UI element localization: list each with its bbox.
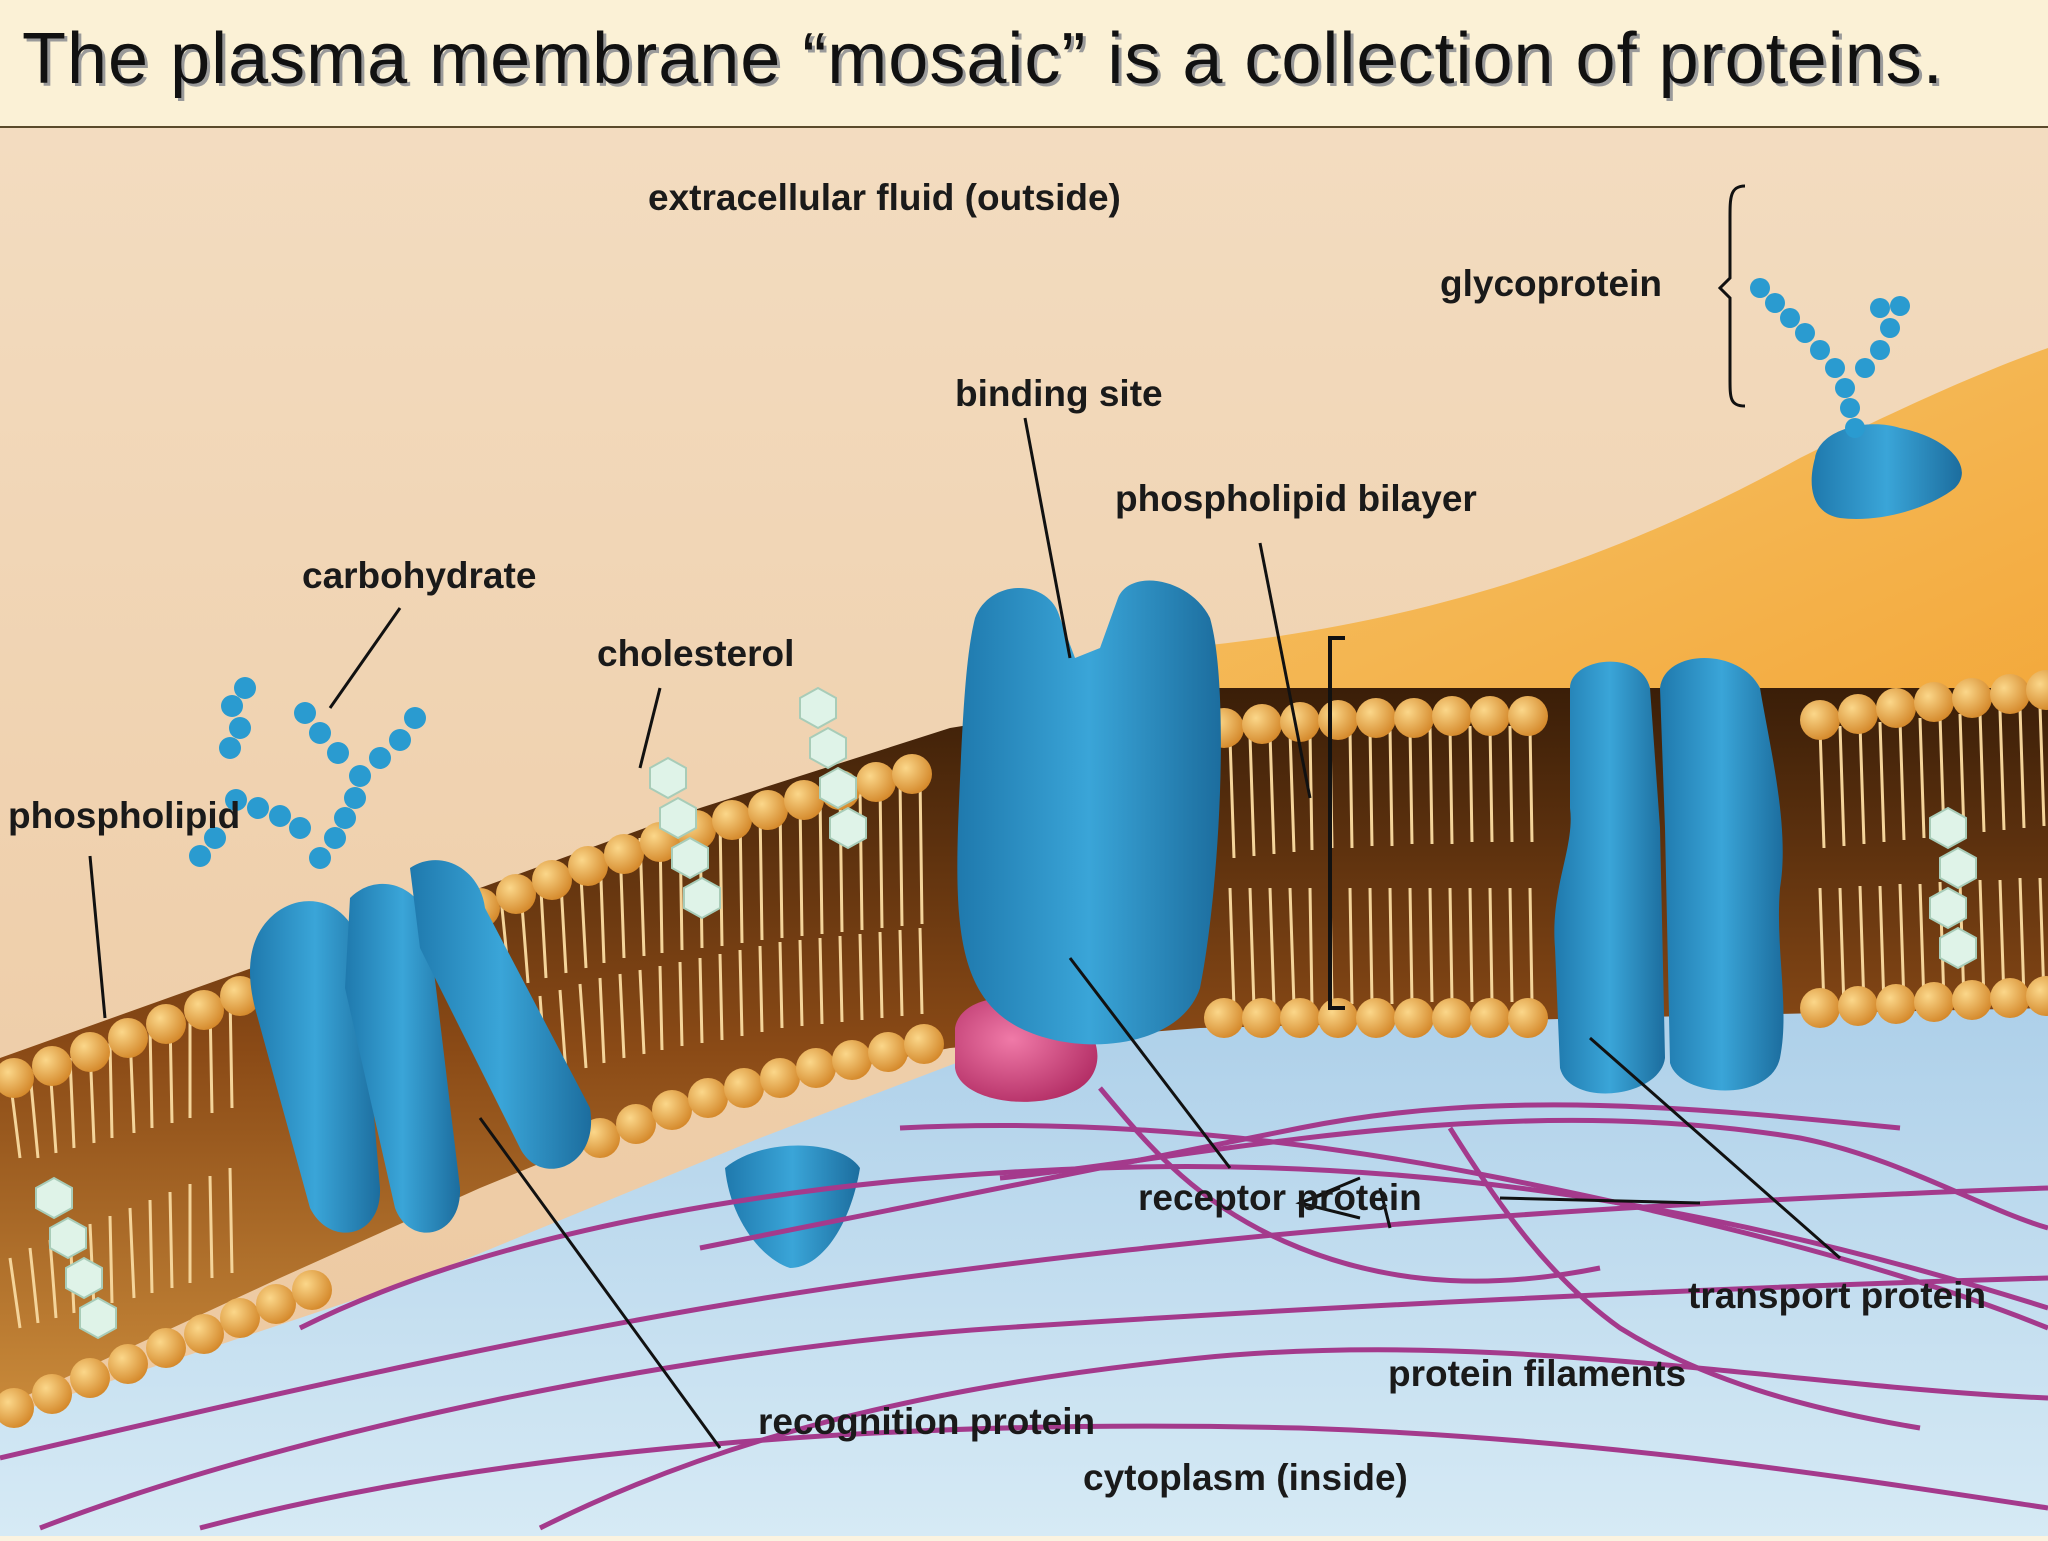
glycoprotein-bracket	[1717, 184, 1746, 408]
slide-title: The plasma membrane “mosaic” is a collec…	[22, 19, 1944, 99]
label-phospholipid-bilayer: phospholipid bilayer	[1115, 478, 1477, 519]
label-receptor-protein: receptor protein	[1138, 1177, 1422, 1218]
transport-protein-shape	[1554, 658, 1784, 1094]
receptor-protein-shape	[957, 580, 1221, 1045]
phospholipid-heads-bottom	[0, 976, 2048, 1428]
cytoplasm-region	[0, 948, 2048, 1536]
glycoprotein-shape	[1750, 278, 1962, 519]
label-protein-filaments: protein filaments	[1388, 1353, 1686, 1394]
label-carbohydrate: carbohydrate	[302, 555, 536, 596]
label-cytoplasm: cytoplasm (inside)	[1083, 1457, 1408, 1498]
recognition-protein-shape	[250, 860, 592, 1233]
label-glycoprotein: glycoprotein	[1440, 263, 1662, 304]
cholesterol-molecules	[35, 686, 1977, 1340]
bilayer-bracket	[1328, 636, 1345, 1010]
membrane-svg: extracellular fluid (outside) glycoprote…	[0, 128, 2048, 1536]
label-phospholipid: phospholipid	[8, 795, 240, 836]
bilayer-core	[0, 688, 2048, 1408]
membrane-diagram: extracellular fluid (outside) glycoprote…	[0, 128, 2048, 1536]
label-binding-site: binding site	[955, 373, 1163, 414]
label-recognition-protein: recognition protein	[758, 1401, 1095, 1442]
protein-filaments	[0, 1086, 2048, 1531]
carbohydrate-chains	[189, 677, 426, 869]
label-transport-protein: transport protein	[1688, 1275, 1986, 1316]
label-cholesterol: cholesterol	[597, 633, 794, 674]
leader-lines	[88, 417, 1841, 1449]
label-extracellular: extracellular fluid (outside)	[648, 177, 1121, 218]
title-bar: The plasma membrane “mosaic” is a collec…	[0, 0, 2048, 128]
